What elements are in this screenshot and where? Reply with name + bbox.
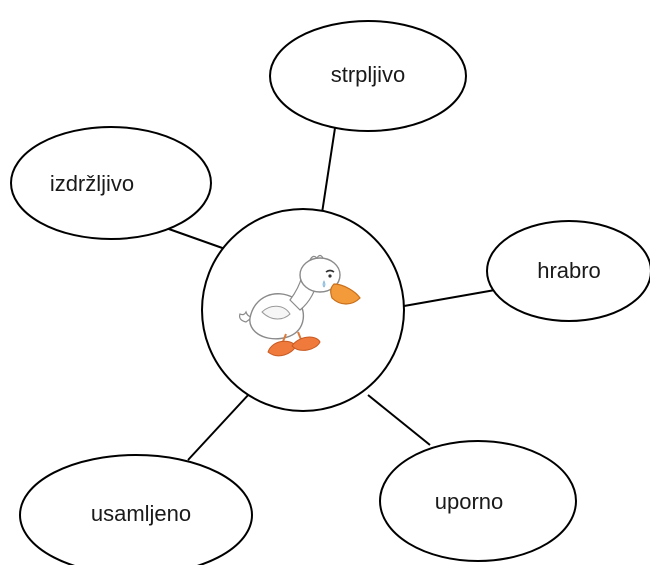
node-label-strpljivo: strpljivo — [331, 62, 406, 87]
node-label-usamljeno: usamljeno — [91, 501, 191, 526]
connectors — [165, 127, 496, 461]
node-uporno: uporno — [379, 440, 577, 562]
node-label-hrabro: hrabro — [537, 258, 601, 283]
node-label-izdrzljivo: izdržljivo — [50, 171, 134, 196]
node-hrabro: hrabro — [486, 220, 650, 322]
connector-uporno — [367, 394, 431, 446]
node-usamljeno: usamljeno — [19, 454, 253, 565]
sad-duckling-icon — [239, 254, 361, 357]
node-izdrzljivo: izdržljivo — [10, 126, 212, 240]
connector-strpljivo — [321, 127, 336, 214]
center-node — [201, 208, 405, 412]
node-strpljivo: strpljivo — [269, 20, 467, 132]
connector-hrabro — [403, 289, 496, 307]
connector-usamljeno — [187, 392, 251, 461]
node-label-uporno: uporno — [435, 489, 504, 514]
connector-izdrzljivo — [165, 227, 229, 251]
